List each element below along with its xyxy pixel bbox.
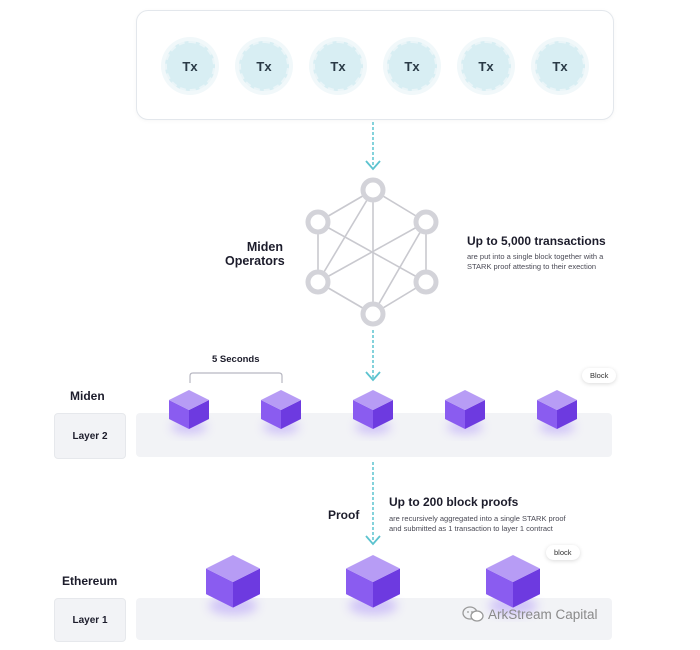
- tx-node-3: Tx: [313, 41, 363, 91]
- operator-network-edges: [317, 189, 427, 315]
- proof-label: Proof: [328, 508, 360, 522]
- layer1-label: Layer 1: [54, 598, 126, 642]
- miden-block-cube-3: [353, 390, 393, 434]
- ethereum-block-cube-1: [206, 555, 260, 616]
- miden-title: Miden: [70, 389, 105, 403]
- interval-label: 5 Seconds: [212, 354, 260, 365]
- operators-headline: Up to 5,000 transactions: [467, 234, 606, 248]
- operator-nodes: [305, 177, 439, 327]
- miden-block-cube-2: [261, 390, 301, 434]
- operators-desc-line2: STARK proof attesting to their exection: [467, 262, 597, 271]
- ethereum-title: Ethereum: [62, 574, 118, 588]
- tx-node-1: Tx: [165, 41, 215, 91]
- layer2-label: Layer 2: [54, 413, 126, 459]
- miden-block-cube-4: [445, 390, 485, 434]
- operators-description: are put into a single block together wit…: [467, 252, 667, 272]
- tx-node-5: Tx: [461, 41, 511, 91]
- operators-desc-line1: are put into a single block together wit…: [467, 252, 604, 261]
- miden-block-cube-5: [537, 390, 577, 434]
- ethereum-block-cube-2: [346, 555, 400, 616]
- proof-desc-line1: are recursively aggregated into a single…: [389, 514, 566, 523]
- watermark: ArkStream Capital: [462, 606, 598, 622]
- ethereum-block-tag: block: [546, 545, 580, 560]
- operators-label-line1: Miden: [246, 240, 283, 254]
- interval-bracket: [189, 372, 283, 383]
- tx-node-4: Tx: [387, 41, 437, 91]
- miden-block-cube-1: [169, 390, 209, 434]
- proof-headline: Up to 200 block proofs: [389, 495, 519, 509]
- operators-label-line2: Operators: [225, 254, 285, 268]
- arrow-down-icon: [365, 330, 381, 382]
- watermark-text: ArkStream Capital: [488, 606, 598, 622]
- miden-block-tag: Block: [582, 368, 617, 383]
- transactions-panel: [136, 10, 614, 120]
- wechat-icon: [462, 606, 484, 622]
- proof-description: are recursively aggregated into a single…: [389, 514, 609, 534]
- arrow-down-icon: [365, 122, 381, 171]
- tx-node-6: Tx: [535, 41, 585, 91]
- operators-label: Miden Operators: [225, 240, 285, 268]
- ethereum-block-cube-3: [486, 555, 540, 616]
- proof-desc-line2: and submitted as 1 transaction to layer …: [389, 524, 553, 533]
- tx-node-2: Tx: [239, 41, 289, 91]
- arrow-down-icon: [365, 462, 381, 546]
